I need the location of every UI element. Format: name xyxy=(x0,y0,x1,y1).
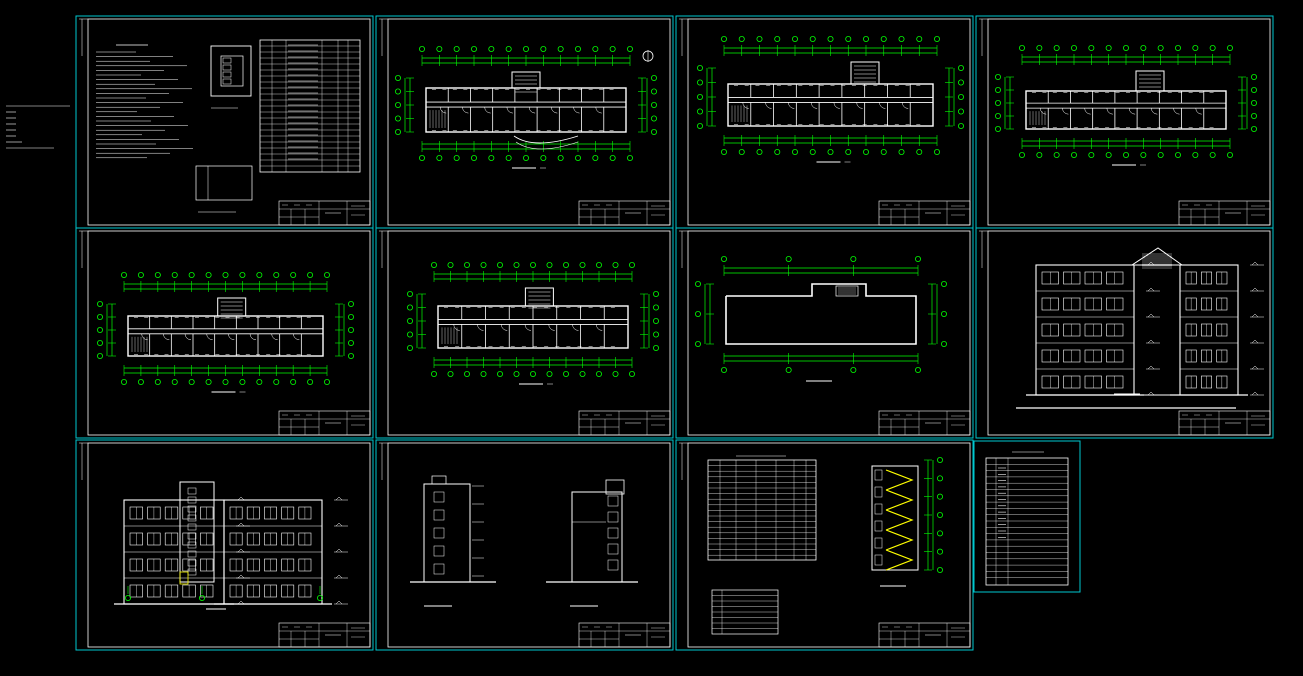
sheet-plan-fifth-floor[interactable] xyxy=(375,227,674,439)
floor-plan xyxy=(437,287,629,349)
title-block xyxy=(278,410,371,436)
title-block xyxy=(1178,410,1271,436)
sheet-side-elevations[interactable] xyxy=(375,439,674,651)
sheet-door-window-schedule-stair-section[interactable] xyxy=(675,439,974,651)
hatched-area xyxy=(131,336,148,352)
sheet-drawing-index[interactable] xyxy=(973,440,1081,593)
sheet-notes[interactable] xyxy=(75,15,374,229)
stair-section xyxy=(871,465,919,571)
door-window-schedule xyxy=(707,455,817,561)
index-table xyxy=(985,451,1069,586)
title-block xyxy=(278,200,371,226)
title-block xyxy=(1178,200,1271,226)
glass-tower xyxy=(1131,247,1183,396)
floor-plan xyxy=(1025,70,1227,130)
title-block xyxy=(278,622,371,648)
side-elevation-right xyxy=(546,479,638,583)
site-plan xyxy=(210,45,252,109)
title-block xyxy=(878,200,971,226)
facade-elevation xyxy=(114,496,250,605)
sheet-plan-third-floor[interactable] xyxy=(975,15,1274,229)
schedule-table xyxy=(259,39,361,173)
loose-annotation-notes xyxy=(6,105,70,149)
title-block xyxy=(578,622,671,648)
title-block xyxy=(578,200,671,226)
side-elevation-left xyxy=(410,475,496,583)
design-notes-text xyxy=(96,44,193,159)
stair-tower xyxy=(179,481,215,583)
facade-elevation xyxy=(214,496,348,605)
hatched-area xyxy=(429,110,446,128)
title-block xyxy=(578,410,671,436)
floor-plan xyxy=(727,61,934,127)
notes-table xyxy=(711,589,779,635)
facade-elevation xyxy=(1026,261,1160,396)
sheet-plan-second-floor[interactable] xyxy=(675,15,974,229)
facade-elevation xyxy=(1170,261,1264,396)
hatched-area xyxy=(441,327,458,344)
title-block xyxy=(878,410,971,436)
sheet-plan-fourth-floor[interactable] xyxy=(75,227,374,439)
hatched-area xyxy=(731,105,748,122)
floor-plan xyxy=(425,71,627,133)
sheet-rear-elevation[interactable] xyxy=(75,439,374,651)
floor-plan xyxy=(127,297,324,357)
drawing-sheets-layer xyxy=(75,15,1274,651)
roof-outline xyxy=(725,283,917,345)
title-block xyxy=(878,622,971,648)
sheet-roof-plan[interactable] xyxy=(675,227,974,439)
sheet-plan-first-floor[interactable] xyxy=(375,15,674,229)
sheet-front-elevation[interactable] xyxy=(975,227,1274,439)
hatched-area xyxy=(1029,111,1046,125)
